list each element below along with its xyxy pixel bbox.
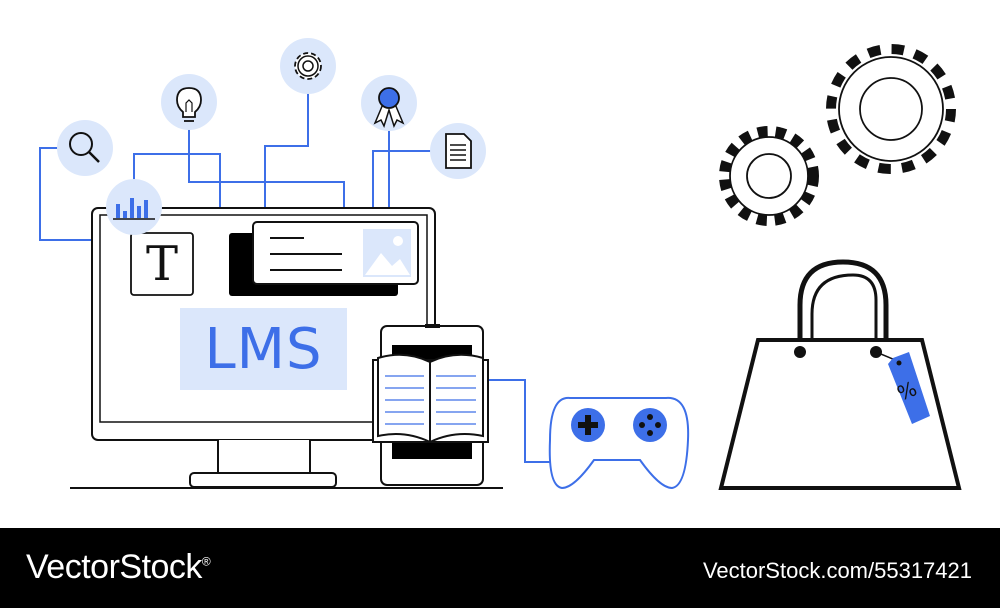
large-gear-icon xyxy=(826,44,956,174)
image-icon xyxy=(363,229,411,277)
text-tool-letter: T xyxy=(145,236,178,292)
brand-registered-mark: ® xyxy=(201,554,211,569)
image-id: VectorStock.com/55317421 xyxy=(702,558,972,583)
search-icon xyxy=(57,120,113,176)
lms-label: LMS xyxy=(204,316,323,382)
award-ribbon-icon xyxy=(361,75,417,131)
gear-icon xyxy=(280,38,336,94)
lms-illustration xyxy=(39,38,962,490)
text-tool-tile xyxy=(130,232,194,296)
chart-icon xyxy=(106,179,162,235)
book-icon xyxy=(372,353,489,444)
lms-box xyxy=(180,308,347,390)
content-card xyxy=(229,221,419,296)
price-tag-icon xyxy=(888,352,930,424)
small-gear-icon xyxy=(719,126,819,226)
brand-name: VectorStock xyxy=(26,548,202,586)
document-icon xyxy=(430,123,486,179)
gamepad-icon xyxy=(548,396,690,490)
brand-logo: VectorStock® xyxy=(26,548,211,587)
shopping-bag-icon xyxy=(718,259,962,490)
watermark-footer: VectorStock® VectorStock.com/55317421 xyxy=(0,528,1000,608)
lightbulb-icon xyxy=(161,74,217,130)
